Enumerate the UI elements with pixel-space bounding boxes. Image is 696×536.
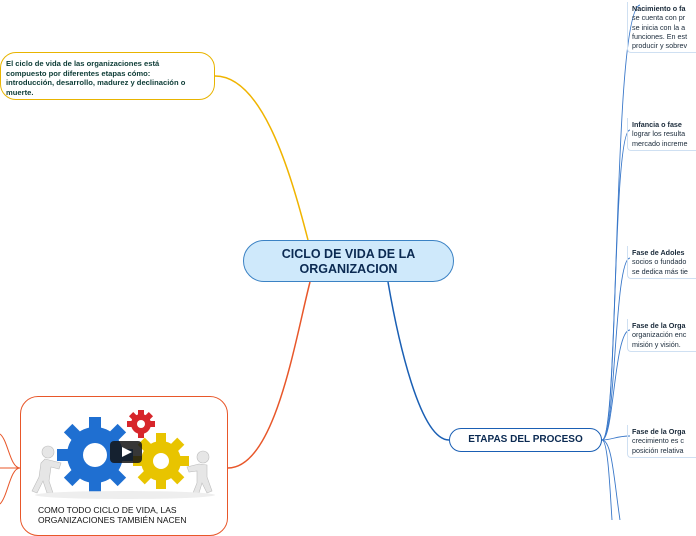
phase-line: se dedica más tie xyxy=(632,266,688,276)
phase-title: Fase de Adoles xyxy=(632,248,685,257)
intro-topic[interactable]: El ciclo de vida de las organizaciones e… xyxy=(0,52,215,100)
media-left-connectors xyxy=(0,433,21,505)
phase-line: posición relativa xyxy=(632,445,684,455)
branch-etapas xyxy=(387,281,450,441)
branch-intro xyxy=(214,75,309,241)
phase-title: Infancia o fase xyxy=(632,120,682,129)
phase-line: organización enc xyxy=(632,330,687,340)
media-topic[interactable]: COMO TODO CICLO DE VIDA, LAS ORGANIZACIO… xyxy=(20,396,228,536)
phase-line: se inicia con la a xyxy=(632,22,686,32)
phase-node[interactable]: Fase de Adoles socios o fundado se dedic… xyxy=(627,246,696,279)
phase-line: misión y visión. xyxy=(632,339,681,349)
phase-line: crecimiento es c xyxy=(632,436,684,446)
media-caption: COMO TODO CICLO DE VIDA, LAS ORGANIZACIO… xyxy=(38,505,187,525)
phase-node[interactable]: Fase de la Orga organización enc misión … xyxy=(627,319,696,352)
phase-title: Nacimiento o fa xyxy=(632,4,686,13)
phase-title: Fase de la Orga xyxy=(632,321,686,330)
phase-line: lograr los resulta xyxy=(632,129,686,139)
etapas-topic[interactable]: ETAPAS DEL PROCESO xyxy=(449,428,602,452)
phase-line: producir y sobrev xyxy=(632,41,688,51)
intro-topic-text: El ciclo de vida de las organizaciones e… xyxy=(6,59,186,97)
phase-node[interactable]: Nacimiento o fa se cuenta con pr se inic… xyxy=(627,2,696,54)
branch-media xyxy=(227,281,311,469)
mindmap-connectors xyxy=(0,4,641,520)
central-topic[interactable]: CICLO DE VIDA DE LA ORGANIZACION xyxy=(243,240,454,282)
phase-connectors xyxy=(601,4,641,520)
phase-line: se cuenta con pr xyxy=(632,13,686,23)
phase-line: mercado increme xyxy=(632,138,688,148)
phase-node[interactable]: Fase de la Orga crecimiento es c posició… xyxy=(627,425,696,458)
phase-node[interactable]: Infancia o fase lograr los resulta merca… xyxy=(627,118,696,151)
gears-teamwork-image xyxy=(31,410,215,499)
phase-line: socios o fundado xyxy=(632,257,687,267)
phase-title: Fase de la Orga xyxy=(632,427,686,436)
central-topic-label: CICLO DE VIDA DE LA ORGANIZACION xyxy=(281,247,416,276)
play-icon[interactable] xyxy=(110,441,142,463)
etapas-topic-label: ETAPAS DEL PROCESO xyxy=(468,434,583,445)
phase-line: funciones. En est xyxy=(632,31,688,41)
